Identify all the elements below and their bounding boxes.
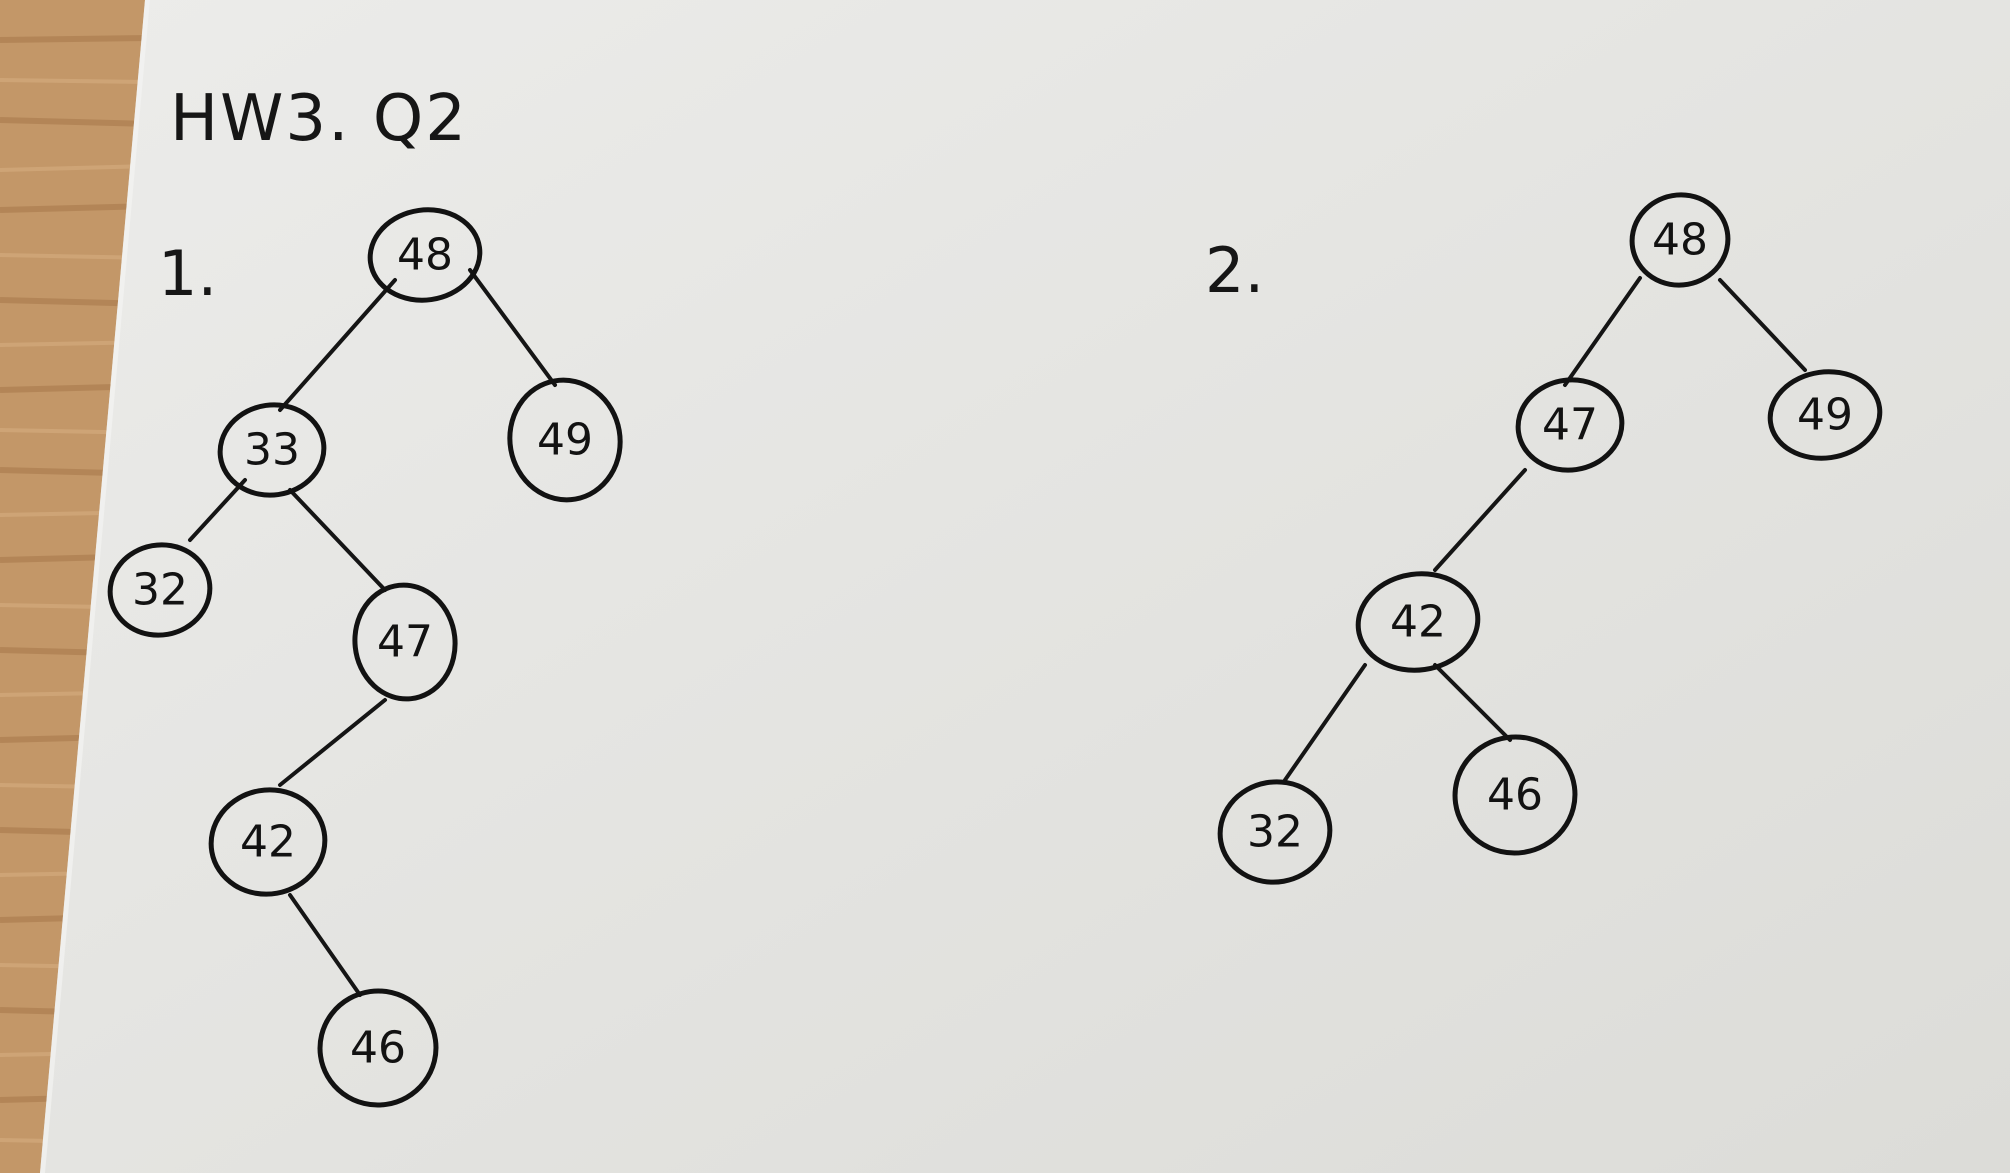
- node-value: 42: [240, 817, 296, 868]
- node-value: 33: [244, 425, 300, 476]
- node-value: 32: [1247, 807, 1303, 858]
- node-circle: [107, 542, 213, 638]
- node-circle: [1767, 369, 1883, 461]
- tree-1-node: 48: [367, 207, 483, 303]
- node-circle: [367, 207, 483, 303]
- paper-surface: [40, 0, 2010, 1173]
- node-value: 32: [132, 565, 188, 616]
- node-circle: [1355, 571, 1481, 673]
- tree-1-node: 33: [217, 402, 327, 498]
- tree-1-edge: [278, 698, 387, 787]
- tree-1-node: 42: [208, 787, 328, 897]
- node-value: 48: [397, 230, 453, 281]
- tree-2-edge: [1433, 663, 1512, 742]
- tree-2-node: 49: [1767, 369, 1883, 461]
- tree-2-node: 46: [1452, 734, 1578, 856]
- tree-2-node: 42: [1355, 571, 1481, 673]
- tree-1-diagram: 1. 48 33 49 32: [107, 207, 623, 1108]
- tree-2-diagram: 2. 48 47 49 42: [1205, 192, 1883, 885]
- node-value: 42: [1390, 597, 1446, 648]
- tree-1-edge: [288, 488, 387, 592]
- node-circle: [1452, 734, 1578, 856]
- node-value: 47: [377, 617, 433, 668]
- node-circle: [1515, 377, 1625, 473]
- tree-1-node: 32: [107, 542, 213, 638]
- node-value: 49: [537, 415, 593, 466]
- tree-2-label: 2.: [1205, 234, 1264, 307]
- tree-1-node: 47: [352, 582, 458, 702]
- node-value: 49: [1797, 390, 1853, 441]
- tree-2-edge: [1283, 663, 1367, 782]
- node-circle: [1629, 192, 1731, 288]
- node-circle: [1217, 779, 1333, 885]
- tree-2-edges: [1283, 276, 1807, 782]
- tree-2-node: 32: [1217, 779, 1333, 885]
- tree-2-edge: [1718, 278, 1807, 372]
- tree-1-node: 49: [507, 377, 623, 503]
- node-value: 46: [1487, 770, 1543, 821]
- page-title: HW3. Q2: [170, 82, 468, 156]
- node-circle: [208, 787, 328, 897]
- tree-1-edge: [288, 893, 362, 997]
- tree-1-edge: [188, 478, 247, 542]
- node-circle: [507, 377, 623, 503]
- node-circle: [317, 988, 439, 1108]
- tree-1-edge: [468, 268, 557, 387]
- node-value: 47: [1542, 400, 1598, 451]
- tree-2-edge: [1433, 468, 1527, 572]
- node-value: 48: [1652, 215, 1708, 266]
- node-circle: [352, 582, 458, 702]
- tree-2-edge: [1563, 276, 1642, 387]
- tree-1-edges: [188, 268, 557, 997]
- tree-1-edge: [278, 278, 397, 412]
- tree-1-node: 46: [317, 988, 439, 1108]
- tree-2-node: 47: [1515, 377, 1625, 473]
- tree-1-label: 1.: [158, 237, 217, 310]
- node-value: 46: [350, 1023, 406, 1074]
- tree-2-node: 48: [1629, 192, 1731, 288]
